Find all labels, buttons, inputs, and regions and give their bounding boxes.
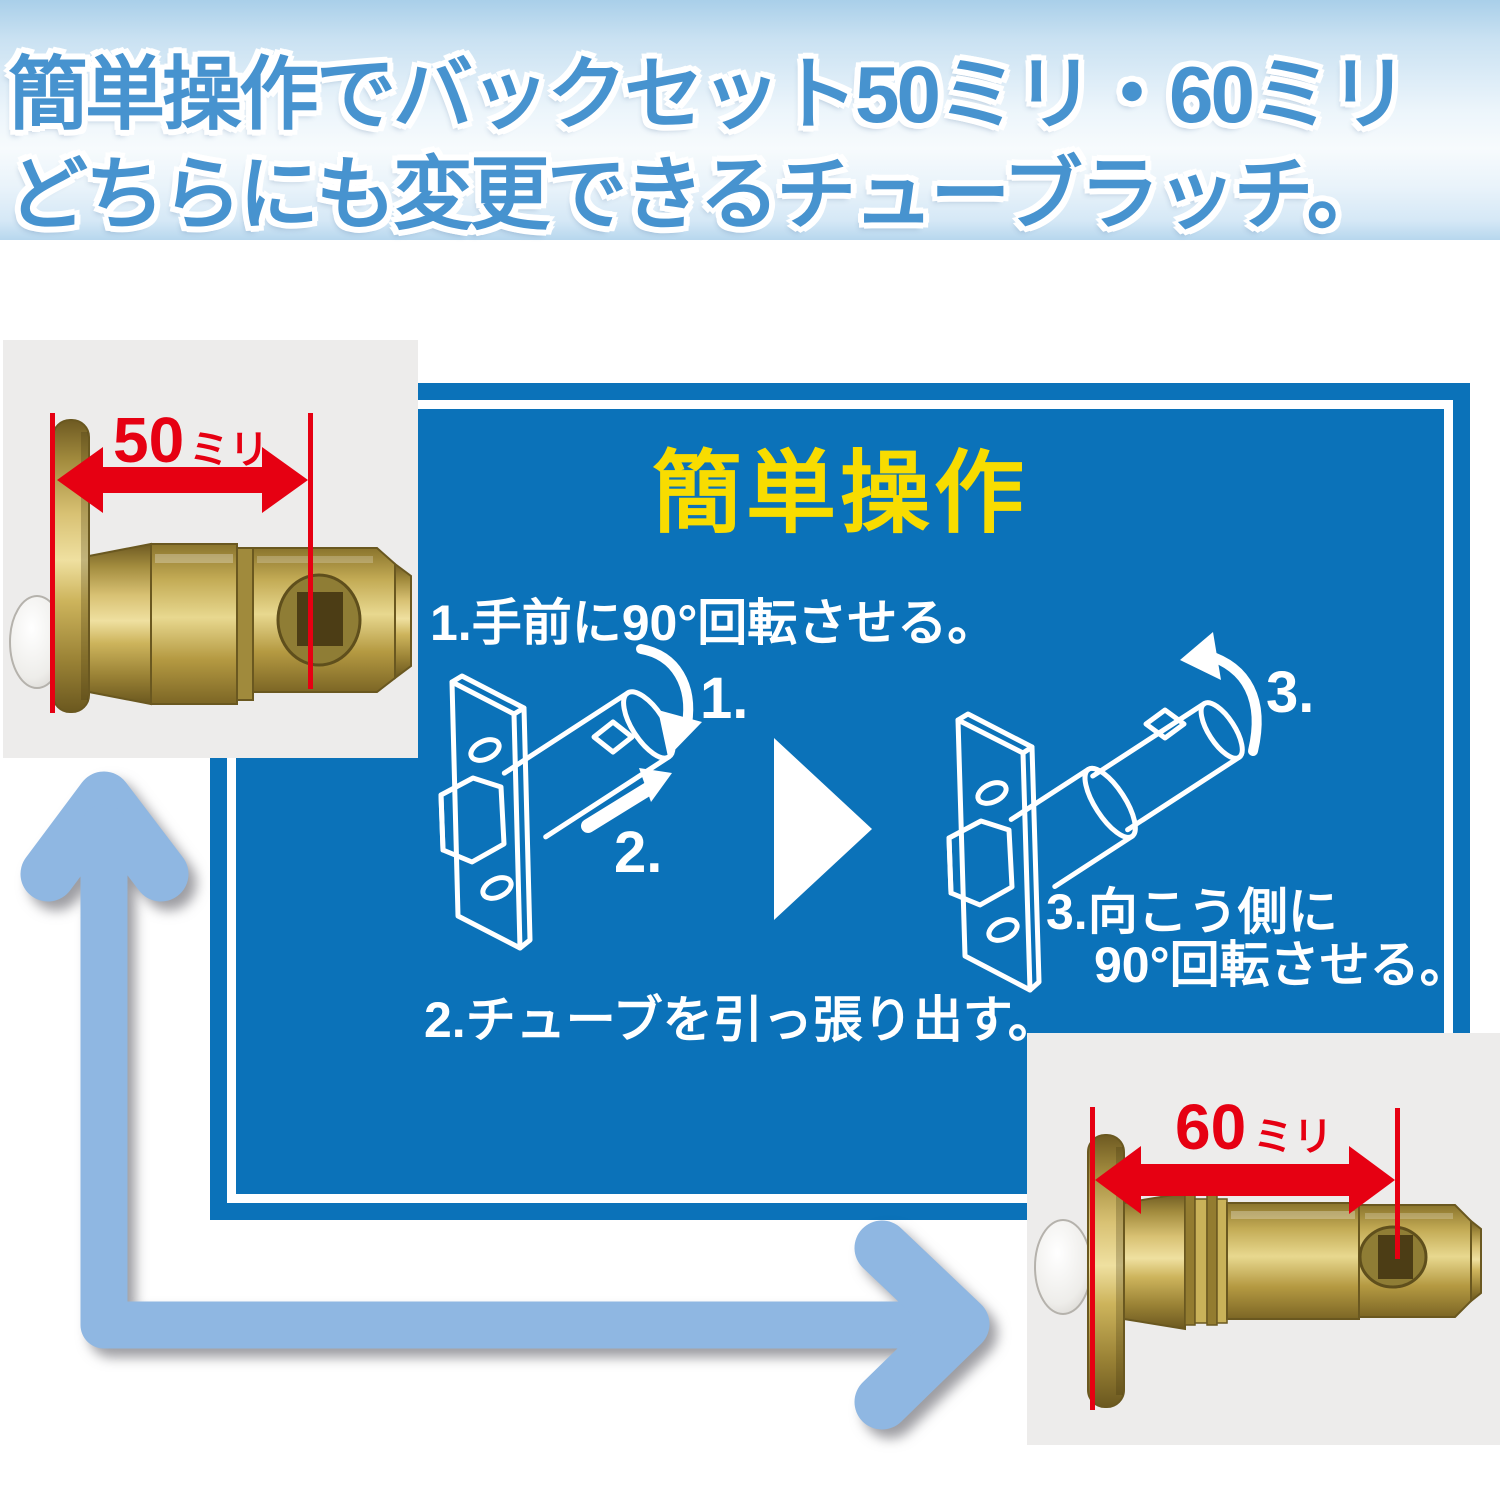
headline-line-1: 簡単操作でバックセット50ミリ・60ミリ — [8, 50, 1409, 139]
measure-line-right — [1395, 1108, 1400, 1259]
spindle-hole-icon — [1143, 707, 1187, 741]
step3-text-line1: 3.向こう側に — [1046, 884, 1338, 940]
measure-unit-60: ミリ — [1253, 1115, 1333, 1159]
diagram-label-1: 1. — [700, 666, 748, 731]
screw-hole-icon — [975, 780, 1009, 806]
panel-inner-border — [227, 400, 1453, 1203]
latch-tube — [1226, 1202, 1360, 1320]
rotate-arrow-3-head — [1180, 632, 1221, 680]
measure-line-left — [50, 413, 55, 713]
pull-arrow-2-head — [639, 768, 672, 802]
screw-hole-icon — [468, 737, 502, 763]
measure-line-right — [308, 413, 313, 689]
screw-hole-icon — [986, 917, 1020, 943]
header-banner: 簡単操作でバックセット50ミリ・60ミリ どちらにも変更できるチューブラッチ。 — [0, 0, 1500, 240]
latch-photo-50-illustration — [9, 413, 412, 713]
photo-backset-60: 60 ミリ — [1027, 1033, 1500, 1445]
pull-arrow-2-icon — [581, 782, 655, 833]
latch-photo-60-illustration — [1034, 1107, 1482, 1410]
next-step-triangle-icon — [774, 738, 872, 920]
latch-diagram-after: 3. — [946, 632, 1314, 993]
diagram-label-2: 2. — [614, 820, 662, 885]
latch-body — [1123, 1191, 1186, 1331]
latch-body — [88, 542, 152, 706]
measure-unit-50: ミリ — [189, 428, 269, 472]
screw-hole-icon — [480, 875, 514, 901]
step1-text: 1.手前に90°回転させる。 — [430, 595, 998, 651]
step2-text: 2.チューブを引っ張り出す。 — [424, 992, 1058, 1048]
photo-backset-50: 50 ミリ — [3, 340, 418, 758]
measure-line-left — [1090, 1107, 1095, 1410]
measure-arrow-icon — [1095, 1146, 1395, 1214]
latch-knob — [1034, 1219, 1092, 1315]
rotate-arrow-3-icon — [1202, 650, 1262, 756]
latch-diagram-before: 1. 2. — [438, 644, 748, 951]
measure-arrow-icon — [57, 447, 308, 513]
rotate-arrow-1-icon — [636, 644, 694, 729]
spindle-hole-icon — [591, 719, 635, 755]
panel-title: 簡単操作 — [652, 444, 1028, 544]
step3-text-line2: 90°回転させる。 — [1094, 937, 1470, 993]
rotate-arrow-1-head — [658, 710, 702, 757]
measure-value-50: 50 — [113, 404, 185, 476]
diagram-label-3: 3. — [1266, 660, 1314, 725]
headline-line-2: どちらにも変更できるチューブラッチ。 — [8, 150, 1387, 239]
measure-value-60: 60 — [1175, 1091, 1247, 1163]
